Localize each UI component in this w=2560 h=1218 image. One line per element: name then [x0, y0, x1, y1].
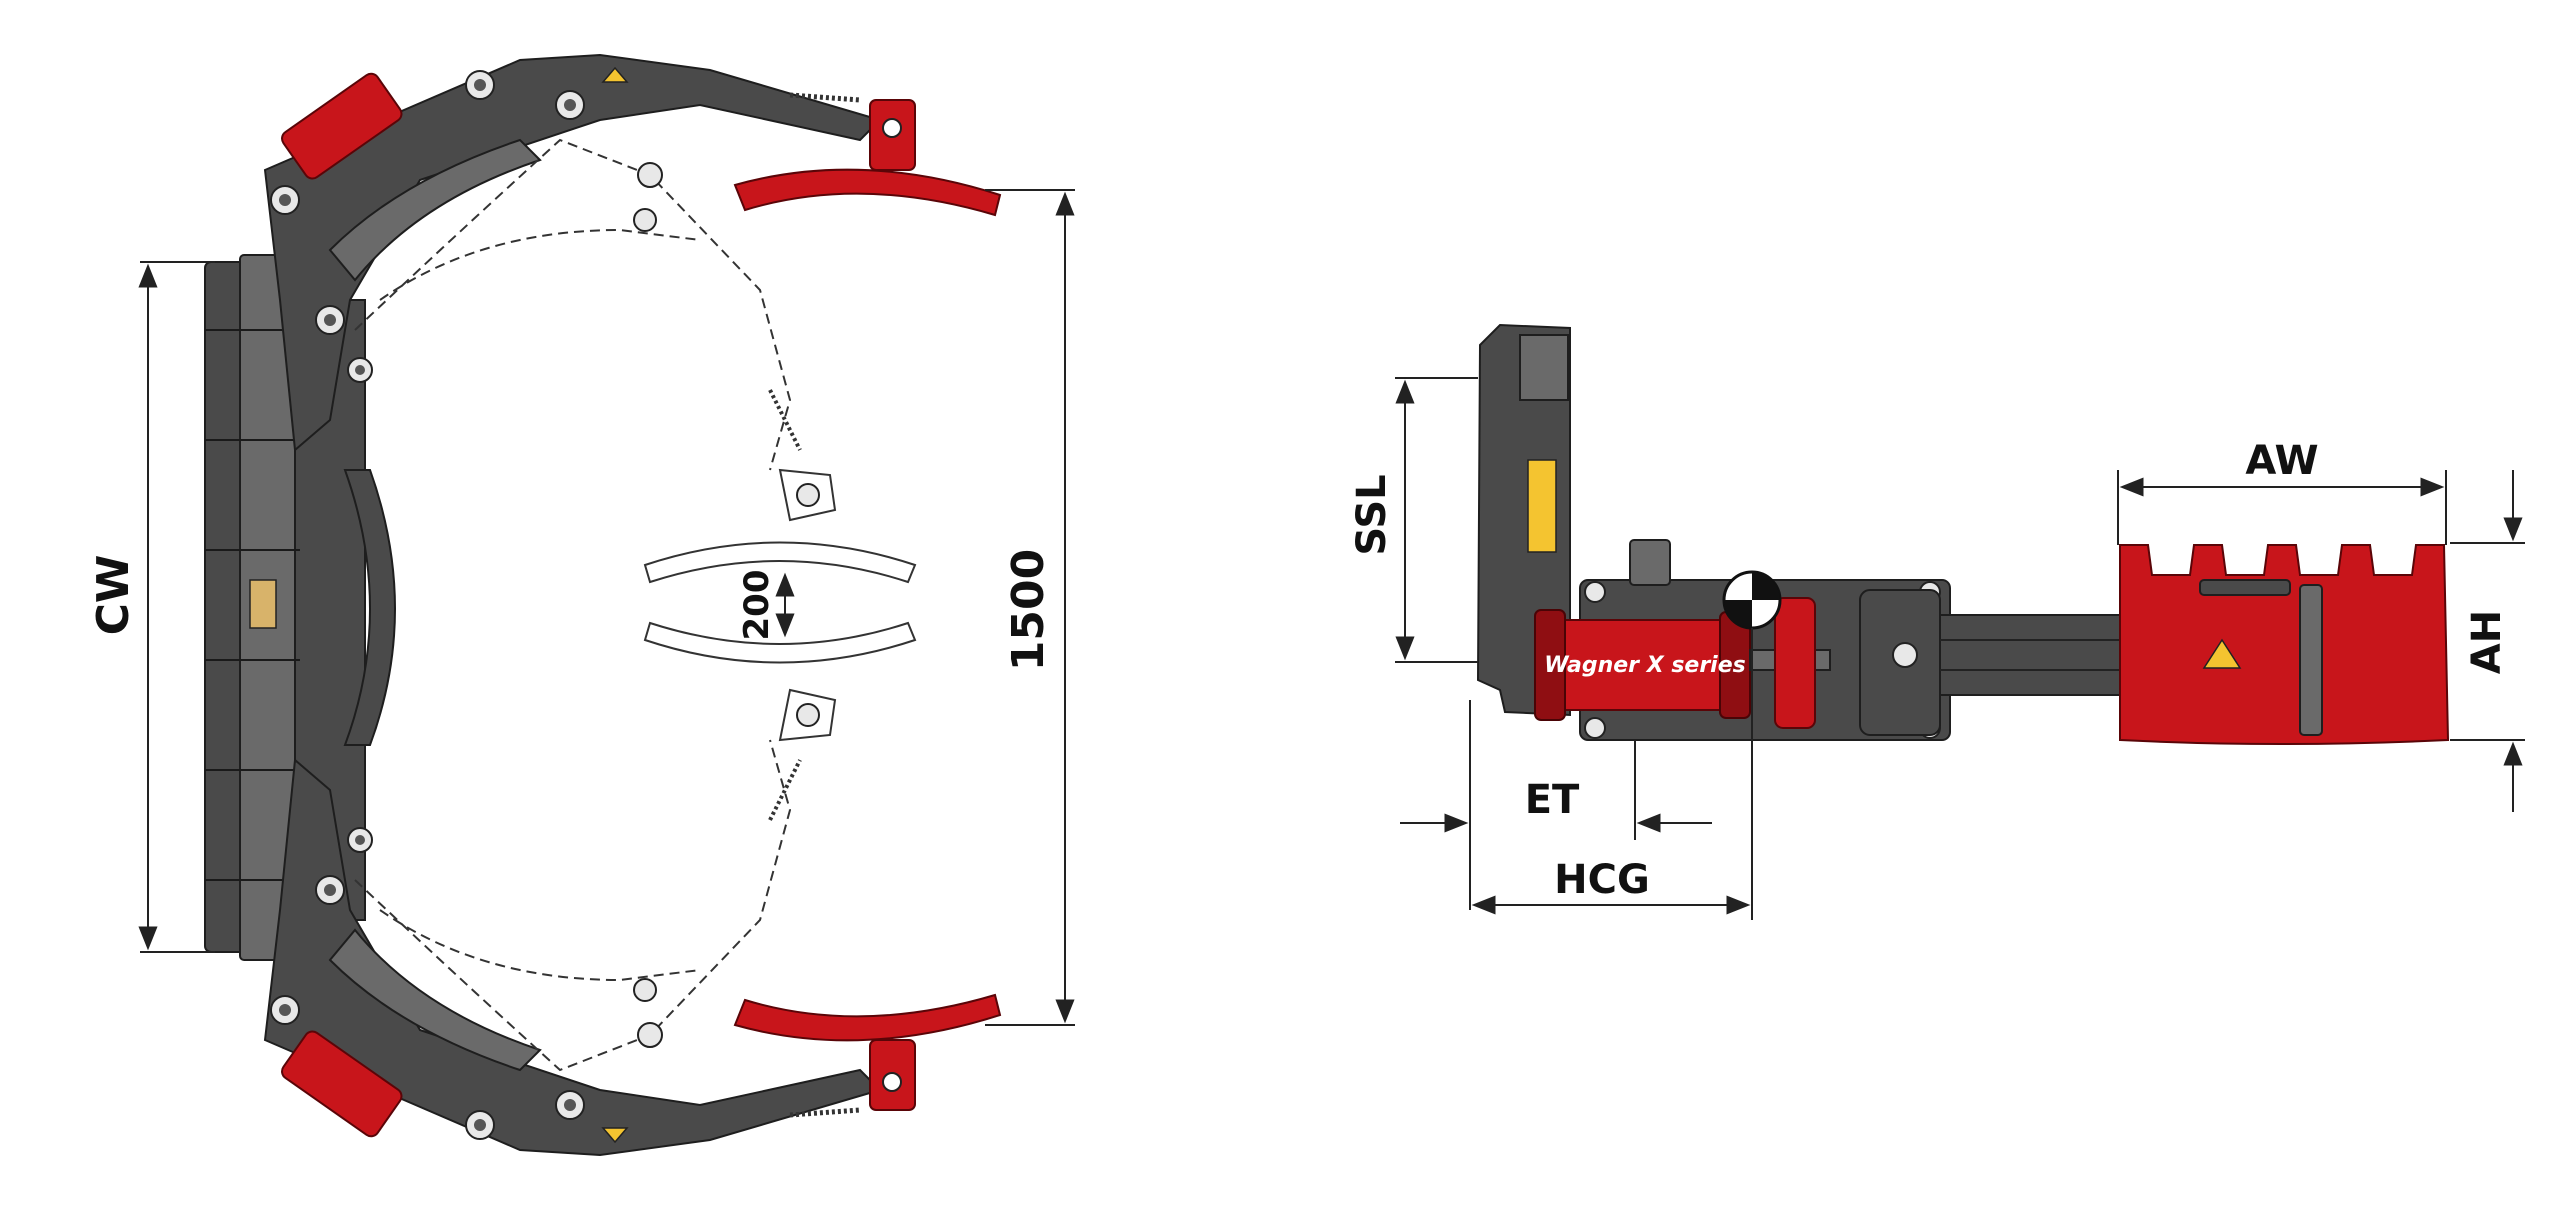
- carriage-top-block: [1519, 334, 1569, 401]
- cw-label: CW: [88, 555, 139, 636]
- upper-hydraulic-cylinder: [281, 72, 403, 180]
- et-label: ET: [1525, 777, 1580, 823]
- hcg-label: HCG: [1554, 857, 1650, 903]
- lower-clamp-pad: [733, 993, 1002, 1042]
- opening-label: 1500: [1003, 549, 1054, 671]
- center-pad: [343, 469, 396, 746]
- side-spring: [2199, 579, 2291, 596]
- pad-gap-label: 200: [737, 570, 777, 641]
- hydraulic-fitting: [1629, 539, 1671, 586]
- brand-plate: [249, 579, 277, 629]
- upper-arm: [263, 53, 882, 453]
- arm-pivot-block: [1774, 597, 1816, 729]
- closed-position-outline: [354, 138, 917, 1072]
- closed-upper-pad: [643, 541, 917, 584]
- warning-icon: [601, 66, 629, 83]
- warning-label: [1527, 459, 1557, 553]
- aw-label: AW: [2245, 438, 2318, 484]
- closed-lower-pad: [643, 621, 917, 664]
- side-warning-icon: [2202, 638, 2242, 669]
- center-of-gravity-symbol: [1722, 570, 1782, 630]
- side-view: Wagner X series SSL AW: [1349, 323, 2525, 920]
- lower-arm: [263, 757, 882, 1157]
- upper-clamp-pad: [733, 168, 1002, 217]
- ah-label: AH: [2464, 610, 2510, 674]
- side-clamp-pad: [2119, 544, 2450, 745]
- brand-text: Wagner X series: [1544, 653, 1746, 678]
- front-view: CW 1500 200: [88, 53, 1075, 1157]
- ssl-label: SSL: [1349, 474, 1395, 555]
- pad-mount-bracket: [2299, 584, 2323, 736]
